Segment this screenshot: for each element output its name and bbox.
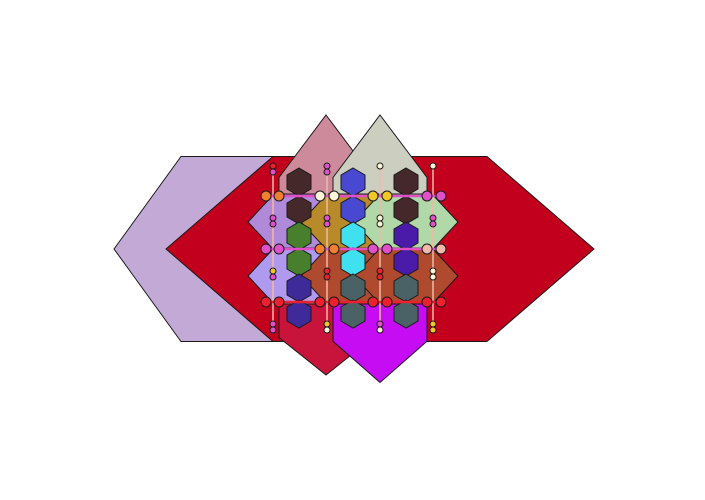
node-dot (260, 190, 272, 202)
tile-hexagon (340, 299, 366, 329)
node-dot (381, 190, 393, 202)
pin-dot (376, 326, 384, 334)
pin-dot (269, 168, 277, 176)
node-dot (314, 190, 326, 202)
pin-dot (323, 326, 331, 334)
pin-dot (323, 214, 331, 222)
pin-dot (269, 273, 277, 281)
node-dot (260, 243, 272, 255)
pin-dot (269, 320, 277, 328)
pin-dot (429, 267, 437, 275)
pin-dot (376, 273, 384, 281)
node-dot (328, 296, 340, 308)
pin-dot (269, 214, 277, 222)
pin-dot (323, 220, 331, 228)
pin-dot (429, 273, 437, 281)
pin-dot (376, 220, 384, 228)
pin-dot (376, 320, 384, 328)
pin-dot (429, 326, 437, 334)
pin-dot (269, 162, 277, 170)
pin-dot (269, 267, 277, 275)
pin-dot (429, 220, 437, 228)
pin-dot (269, 326, 277, 334)
pin-dot (323, 273, 331, 281)
tile-hexagon (393, 299, 419, 329)
pin-dot (323, 267, 331, 275)
pin-dot (429, 214, 437, 222)
pin-dot (376, 267, 384, 275)
node-dot (328, 190, 340, 202)
node-dot (273, 243, 285, 255)
pin-dot (376, 162, 384, 170)
node-dot (260, 296, 272, 308)
pin-dot (269, 220, 277, 228)
node-dot (314, 243, 326, 255)
pin-dot (429, 162, 437, 170)
node-dot (435, 296, 447, 308)
node-dot (435, 243, 447, 255)
pin-dot (323, 168, 331, 176)
pin-dot (323, 320, 331, 328)
node-dot (435, 190, 447, 202)
pin-dot (323, 162, 331, 170)
node-dot (367, 243, 379, 255)
node-dot (367, 296, 379, 308)
node-dot (367, 190, 379, 202)
node-dot (381, 296, 393, 308)
node-dot (421, 243, 433, 255)
node-dot (421, 296, 433, 308)
node-dot (381, 243, 393, 255)
pin-dot (376, 214, 384, 222)
node-dot (328, 243, 340, 255)
pin-dot (429, 320, 437, 328)
node-dot (273, 296, 285, 308)
tile-hexagon (286, 299, 312, 329)
node-dot (421, 190, 433, 202)
node-dot (314, 296, 326, 308)
node-dot (273, 190, 285, 202)
